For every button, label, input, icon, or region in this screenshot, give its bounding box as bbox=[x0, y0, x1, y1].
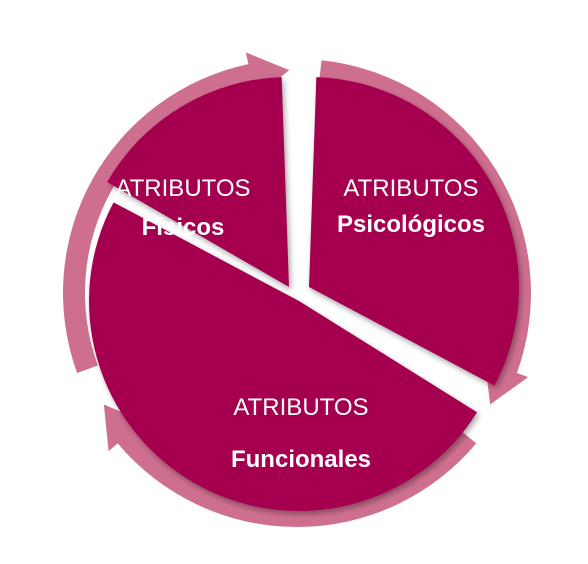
label-fisicos-line2: Físicos bbox=[142, 214, 225, 241]
segment-funcionales bbox=[88, 202, 478, 512]
segment-label-funcionales: ATRIBUTOS Funcionales bbox=[231, 394, 371, 473]
pie-segments bbox=[88, 77, 519, 512]
segment-label-fisicos: ATRIBUTOS Físicos bbox=[115, 175, 250, 241]
label-funcionales-line1: ATRIBUTOS bbox=[233, 394, 368, 421]
segment-psicologicos bbox=[309, 77, 519, 386]
segment-fisicos bbox=[107, 77, 289, 287]
label-psicologicos-line2: Psicológicos bbox=[337, 211, 485, 238]
label-funcionales-line2: Funcionales bbox=[231, 446, 371, 473]
label-psicologicos-line1: ATRIBUTOS bbox=[343, 175, 478, 202]
segment-label-psicologicos: ATRIBUTOS Psicológicos bbox=[337, 175, 485, 238]
curved-arrow-icon-right bbox=[319, 60, 531, 405]
label-fisicos-line1: ATRIBUTOS bbox=[115, 175, 250, 202]
curved-arrow-icon-left bbox=[103, 404, 477, 527]
